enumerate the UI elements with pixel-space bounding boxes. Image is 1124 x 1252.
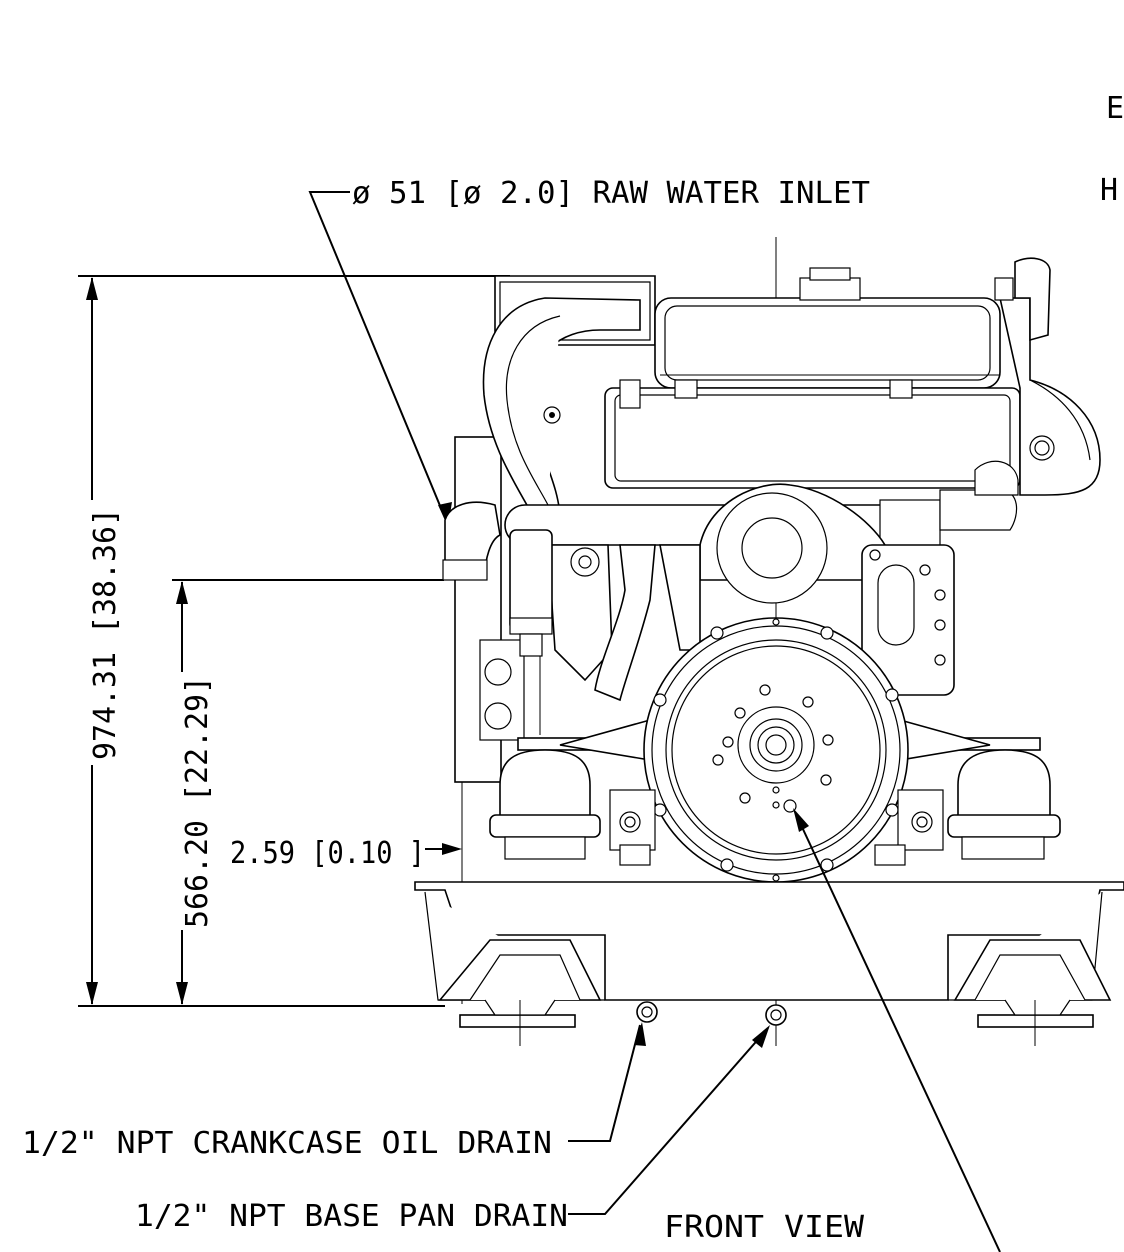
raw-water-inlet-label: ø 51 [ø 2.0] RAW WATER INLET: [352, 176, 870, 211]
right-isolator: [947, 749, 1061, 860]
crankcase-drain-label: 1/2" NPT CRANKCASE OIL DRAIN: [22, 1126, 552, 1161]
view-title: FRONT VIEW: [664, 1210, 865, 1245]
hub-holes: [712, 684, 834, 813]
raw-water-inlet-leader: [308, 191, 452, 527]
base-pan-drain-label: 1/2" NPT BASE PAN DRAIN: [135, 1199, 568, 1234]
clipped-label-e: E: [1106, 91, 1124, 126]
left-isolator: [489, 749, 601, 860]
clipped-label-h: H: [1100, 173, 1118, 208]
mount-height-dimension: [172, 579, 444, 1005]
overall-height-dimension: [78, 275, 510, 1007]
flywheel-center-leader: [793, 808, 1001, 1252]
overall-height-label: 974.31 [38.36]: [88, 508, 123, 760]
left-base-foot: [438, 939, 602, 1046]
offset-label: 2.59 [0.10 ]: [230, 836, 425, 871]
engine-body: [414, 257, 1124, 1046]
mount-height-label: 566.20 [22.29]: [180, 676, 215, 928]
housing-bolts: [653, 618, 899, 882]
crankcase-drain-leader: [568, 1022, 646, 1142]
right-base-foot: [953, 939, 1112, 1046]
base-pan-drain-leader: [568, 1025, 770, 1215]
